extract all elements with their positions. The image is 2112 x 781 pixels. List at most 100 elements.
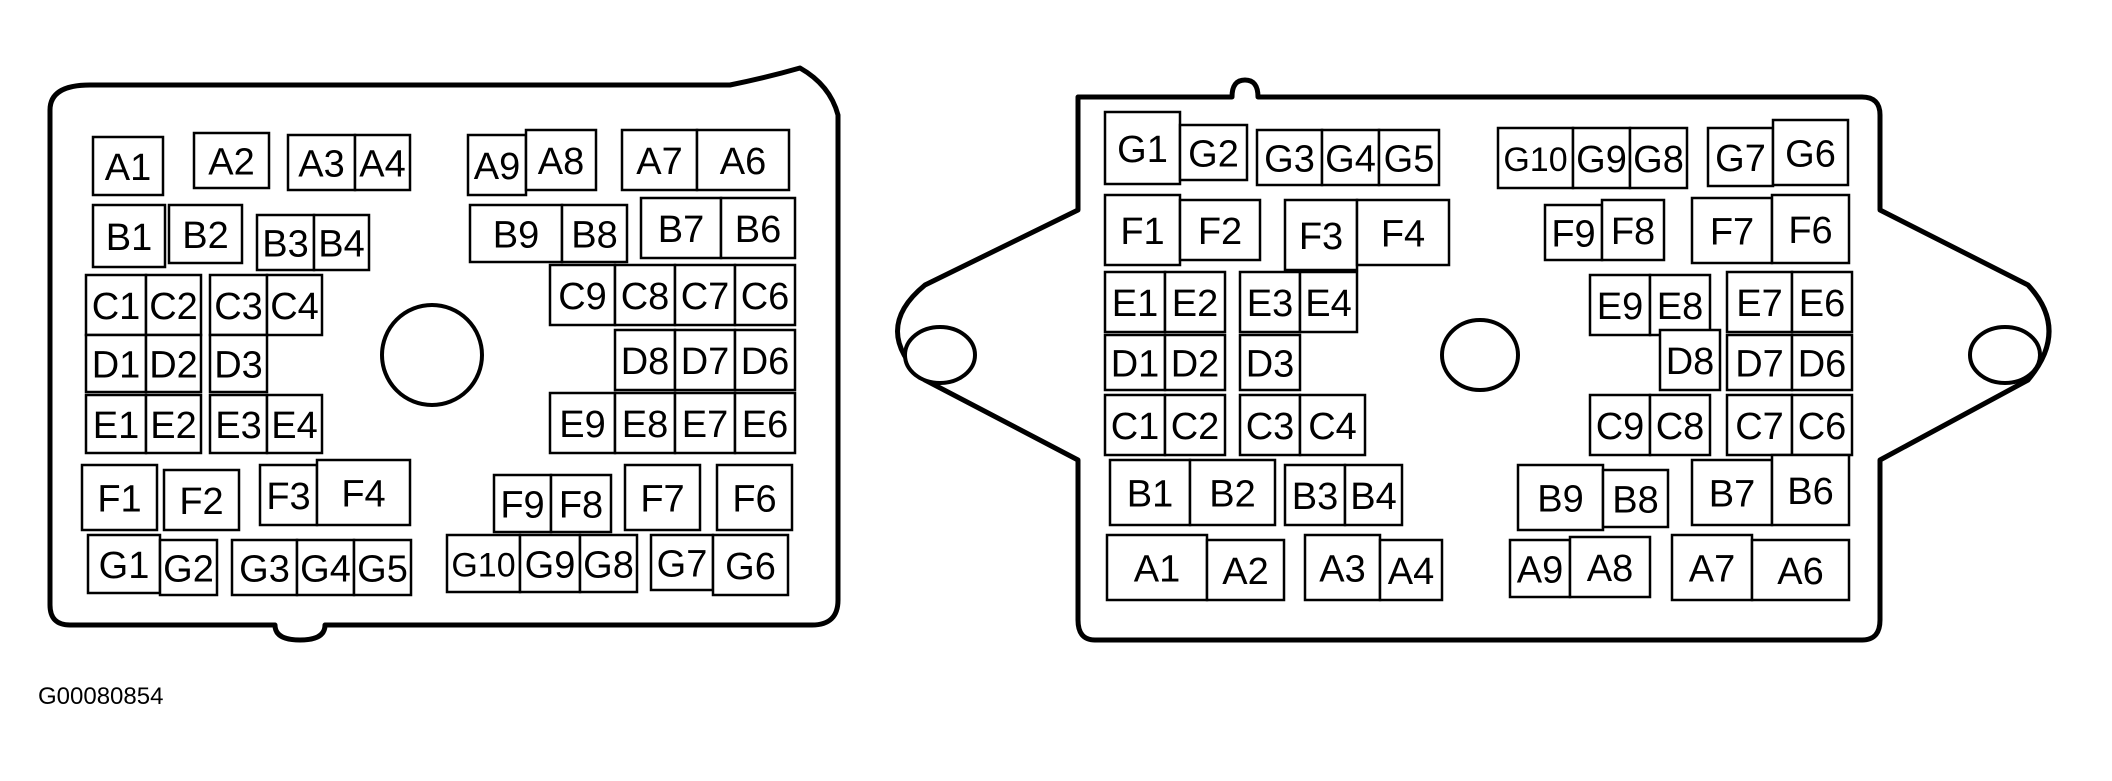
right-cavity-f6: F6: [1770, 193, 1851, 265]
cavity-label: A7: [636, 141, 682, 183]
cavity-box: [1790, 333, 1854, 392]
cavity-label: E3: [215, 405, 261, 447]
right-cavity-d3: D3: [1238, 333, 1302, 392]
cavity-label: E8: [1657, 286, 1703, 328]
left-cavity-e1: E1: [84, 393, 148, 455]
cavity-label: C1: [92, 286, 141, 328]
right-cavity-g9: G9: [1571, 126, 1632, 190]
left-cavity-d1: D1: [84, 333, 148, 394]
left-cavity-c1: C1: [84, 273, 148, 337]
left-cavity-e8: E8: [613, 391, 677, 455]
left-cavity-c3: C3: [208, 273, 269, 337]
cavity-box: [1690, 458, 1774, 527]
left-cavity-a1: A1: [91, 135, 165, 197]
cavity-box: [733, 263, 797, 327]
left-cavity-f7: F7: [623, 463, 702, 532]
cavity-box: [1103, 193, 1182, 267]
cavity-label: E9: [1597, 286, 1643, 328]
cavity-box: [673, 263, 737, 327]
right-cavity-g4: G4: [1320, 128, 1381, 187]
cavity-box: [1163, 270, 1227, 334]
left-cavity-f9: F9: [492, 473, 553, 534]
left-cavity-e9: E9: [548, 391, 617, 455]
left-cavity-d7: D7: [673, 328, 737, 392]
cavity-label: G10: [1503, 141, 1567, 179]
cavity-box: [1378, 538, 1444, 602]
cavity-box: [265, 273, 324, 337]
cavity-box: [1163, 393, 1227, 457]
cavity-label: B3: [262, 224, 308, 266]
right-right-ear-hole: [1968, 325, 2042, 385]
cavity-label: B2: [182, 215, 228, 257]
cavity-box: [1298, 393, 1367, 457]
right-cavity-b2: B2: [1188, 458, 1277, 527]
cavity-box: [144, 393, 203, 455]
cavity-label: F4: [1381, 214, 1425, 256]
cavity-box: [80, 463, 159, 532]
cavity-label: F2: [179, 481, 223, 523]
cavity-label: E1: [1112, 283, 1158, 325]
left-cavity-f6: F6: [715, 463, 794, 532]
left-cavity-g7: G7: [649, 533, 715, 592]
cavity-box: [1178, 123, 1249, 182]
cavity-box: [353, 133, 412, 192]
cavity-box: [695, 128, 791, 192]
cavity-box: [91, 203, 167, 269]
cavity-box: [1690, 196, 1774, 265]
right-cavity-b3: B3: [1283, 463, 1347, 527]
right-cavity-b4: B4: [1343, 463, 1404, 527]
cavity-box: [1163, 333, 1227, 392]
left-cavity-d8: D8: [613, 328, 677, 392]
cavity-label: G7: [1715, 138, 1766, 180]
cavity-label: D3: [1246, 344, 1295, 386]
cavity-label: G9: [1576, 139, 1627, 181]
cavity-box: [548, 263, 617, 327]
right-cavity-b8: B8: [1601, 468, 1670, 529]
left-cavity-f4: F4: [315, 458, 412, 527]
right-cavity-a1: A1: [1105, 533, 1209, 602]
cavity-label: A3: [298, 144, 344, 186]
cavity-box: [1238, 393, 1302, 457]
cavity-box: [1238, 333, 1302, 392]
cavity-label: G7: [657, 544, 708, 586]
cavity-box: [1648, 393, 1712, 457]
left-cavity-c2: C2: [144, 273, 203, 337]
cavity-box: [733, 391, 797, 455]
cavity-label: C8: [1656, 406, 1705, 448]
right-cavity-g8: G8: [1628, 126, 1689, 190]
cavity-box: [468, 203, 564, 264]
left-cavity-b4: B4: [312, 213, 371, 272]
cavity-box: [1628, 126, 1689, 190]
cavity-label: B1: [1127, 474, 1173, 516]
cavity-box: [549, 473, 613, 534]
cavity-box: [1770, 193, 1851, 265]
cavity-box: [286, 133, 357, 192]
cavity-box: [711, 533, 790, 597]
right-cavity-g5: G5: [1377, 128, 1441, 187]
right-cavity-a6: A6: [1750, 538, 1851, 602]
cavity-label: C1: [1111, 406, 1160, 448]
cavity-box: [1725, 393, 1794, 457]
right-cavity-f4: F4: [1355, 198, 1451, 267]
right-cavity-c2: C2: [1163, 393, 1227, 457]
right-cavity-f1: F1: [1103, 193, 1182, 267]
cavity-label: E2: [150, 405, 196, 447]
cavity-label: A7: [1689, 549, 1735, 591]
cavity-label: B9: [493, 215, 539, 257]
cavity-label: E6: [1799, 283, 1845, 325]
cavity-label: E4: [1305, 283, 1351, 325]
right-cavity-c6: C6: [1790, 393, 1854, 457]
cavity-label: B1: [106, 217, 152, 259]
cavity-label: G6: [725, 546, 776, 588]
cavity-label: A4: [359, 144, 405, 186]
right-cavity-e2: E2: [1163, 270, 1227, 334]
left-cavity-b1: B1: [91, 203, 167, 269]
left-cavity-a3: A3: [286, 133, 357, 192]
left-cavity-e4: E4: [265, 393, 324, 455]
right-cavity-g7: G7: [1706, 126, 1775, 188]
cavity-box: [548, 391, 617, 455]
